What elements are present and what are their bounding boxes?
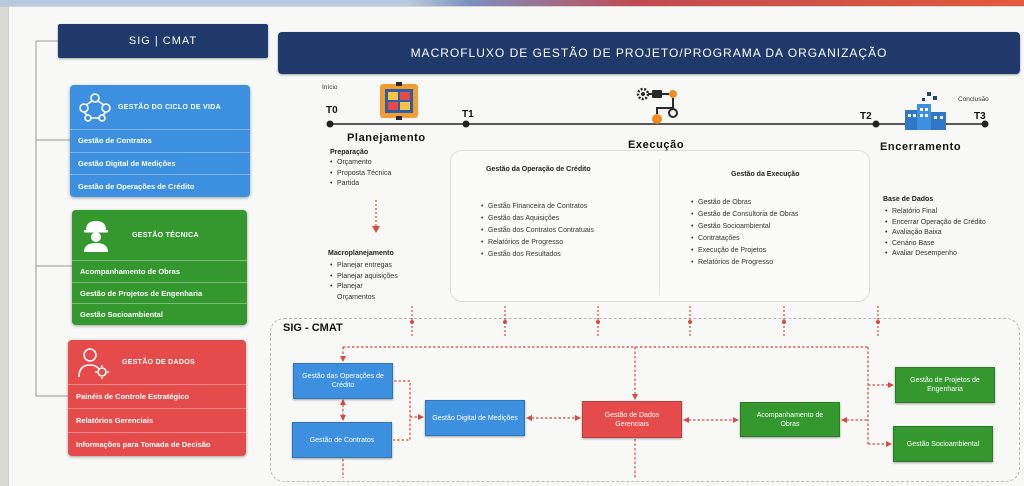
list-item: Relatórios de Progresso bbox=[691, 257, 861, 269]
timeline-end-label: Conclusão bbox=[958, 96, 989, 103]
planning-board-icon bbox=[378, 82, 420, 120]
list-item: Gestão de Obras bbox=[691, 197, 861, 209]
credit-operation-list: Gestão Financeira de Contratos Gestão da… bbox=[481, 201, 651, 261]
macroflow-banner: MACROFLUXO DE GESTÃO DE PROJETO/PROGRAMA… bbox=[278, 32, 1020, 74]
sig-box-engineering-projects: Gestão de Projetos de Engenharia bbox=[895, 367, 995, 403]
timeline-start-label: Início bbox=[322, 84, 338, 91]
macroflow-title: MACROFLUXO DE GESTÃO DE PROJETO/PROGRAMA… bbox=[410, 46, 888, 60]
execution-panel: Gestão da Operação de Crédito Gestão Fin… bbox=[450, 150, 870, 302]
module-item: Gestão de Operações de Crédito bbox=[70, 174, 250, 197]
phase-closing-title: Encerramento bbox=[880, 141, 962, 153]
macroplanning-list: Planejar entregas Planejar aquisições Pl… bbox=[330, 261, 402, 303]
module-item: Painéis de Controle Estratégico bbox=[68, 384, 246, 408]
list-item: Relatório Final bbox=[885, 207, 1003, 218]
workflow-gears-icon bbox=[635, 86, 681, 126]
list-item: Planejar aquisições bbox=[330, 272, 402, 283]
module-technical-management: GESTÃO TÉCNICA Acompanhamento de Obras G… bbox=[72, 210, 247, 325]
list-item: Gestão dos Contratos Contratuais bbox=[481, 225, 651, 237]
module-lifecycle-management: GESTÃO DO CICLO DE VIDA Gestão de Contra… bbox=[70, 85, 250, 197]
module-title: GESTÃO DE DADOS bbox=[122, 358, 195, 366]
sig-box-digital-measurements: Gestão Digital de Medições bbox=[425, 400, 525, 436]
data-analyst-icon bbox=[76, 345, 110, 379]
preparation-list: Orçamento Proposta Técnica Partida bbox=[330, 158, 420, 190]
phase-planning-title: Planejamento bbox=[347, 132, 426, 144]
module-title: GESTÃO DO CICLO DE VIDA bbox=[118, 103, 221, 111]
list-item: Gestão Financeira de Contratos bbox=[481, 201, 651, 213]
macroplanning-title: Macroplanejamento bbox=[328, 250, 394, 257]
sig-box-socioenvironmental: Gestão Socioambiental bbox=[893, 426, 993, 462]
module-item: Acompanhamento de Obras bbox=[72, 260, 247, 282]
list-item: Planejar Orçamentos bbox=[330, 282, 402, 303]
list-item: Planejar entregas bbox=[330, 261, 402, 272]
list-item: Avaliar Desempenho bbox=[885, 249, 1003, 260]
engineer-icon bbox=[80, 218, 112, 252]
list-item: Contratações bbox=[691, 233, 861, 245]
module-item: Relatórios Gerenciais bbox=[68, 408, 246, 432]
sig-cmat-area bbox=[270, 318, 1020, 482]
module-data-management: GESTÃO DE DADOS Painéis de Controle Estr… bbox=[68, 340, 246, 456]
module-item: Gestão de Contratos bbox=[70, 129, 250, 152]
list-item: Partida bbox=[330, 179, 420, 190]
credit-operation-title: Gestão da Operação de Crédito bbox=[486, 166, 591, 173]
network-icon bbox=[78, 92, 112, 122]
preparation-title: Preparação bbox=[330, 149, 369, 156]
execution-management-title: Gestão da Execução bbox=[731, 171, 800, 178]
execution-panel-divider bbox=[659, 159, 660, 295]
list-item: Avaliação Baixa bbox=[885, 228, 1003, 239]
sig-box-management-data: Gestão de Dados Gerenciais bbox=[582, 401, 682, 438]
sig-banner-title: SIG | CMAT bbox=[128, 35, 198, 47]
module-item: Informações para Tomada de Decisão bbox=[68, 432, 246, 456]
city-blocks-icon bbox=[903, 90, 948, 132]
list-item: Execução de Projetos bbox=[691, 245, 861, 257]
list-item: Proposta Técnica bbox=[330, 169, 420, 180]
sig-box-contracts: Gestão de Contratos bbox=[292, 422, 392, 458]
milestone-t3: T3 bbox=[974, 111, 986, 122]
sig-banner: SIG | CMAT bbox=[58, 24, 268, 58]
sig-box-credit-operations: Gestão das Operações de Crédito bbox=[293, 363, 393, 399]
phase-execution-title: Execução bbox=[628, 139, 685, 151]
milestone-t0: T0 bbox=[326, 105, 338, 116]
list-item: Relatórios de Progresso bbox=[481, 237, 651, 249]
list-item: Encerrar Operação de Crédito bbox=[885, 218, 1003, 229]
list-item: Gestão dos Resultados bbox=[481, 249, 651, 261]
module-title: GESTÃO TÉCNICA bbox=[132, 231, 199, 239]
sig-cmat-title: SIG - CMAT bbox=[283, 322, 343, 334]
milestone-t2: T2 bbox=[860, 111, 872, 122]
list-item: Gestão Socioambiental bbox=[691, 221, 861, 233]
module-item: Gestão de Projetos de Engenharia bbox=[72, 281, 247, 304]
module-item: Gestão Socioambiental bbox=[72, 303, 247, 325]
list-item: Orçamento bbox=[330, 158, 420, 169]
list-item: Cenário Base bbox=[885, 239, 1003, 250]
database-title: Base de Dados bbox=[883, 196, 934, 203]
slide-top-edge bbox=[0, 0, 1024, 7]
database-list: Relatório Final Encerrar Operação de Cré… bbox=[885, 207, 1003, 260]
sig-box-works-monitoring: Acompanhamento de Obras bbox=[740, 402, 840, 437]
list-item: Gestão das Aquisições bbox=[481, 213, 651, 225]
milestone-t1: T1 bbox=[462, 109, 474, 120]
execution-management-list: Gestão de Obras Gestão de Consultoria de… bbox=[691, 197, 861, 269]
module-item: Gestão Digital de Medições bbox=[70, 151, 250, 175]
list-item: Gestão de Consultoria de Obras bbox=[691, 209, 861, 221]
